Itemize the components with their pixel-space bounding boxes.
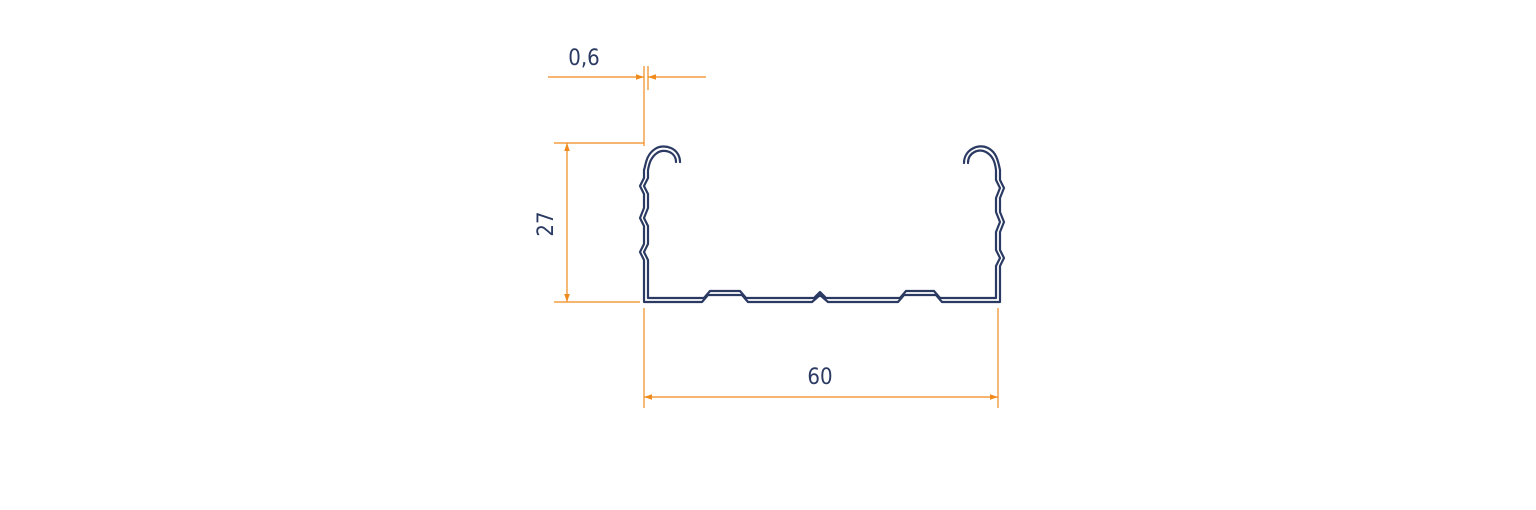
height-label: 27 [534,211,559,236]
thickness-label: 0,6 [568,46,599,71]
width-label: 60 [807,365,832,390]
channel-profile [638,145,1006,304]
height-dimension: 27 [534,142,644,303]
thickness-dimension: 0,6 [548,46,706,146]
width-dimension: 60 [643,308,999,408]
profile-inner-line [642,149,1002,300]
profile-outer-line [638,145,1006,304]
